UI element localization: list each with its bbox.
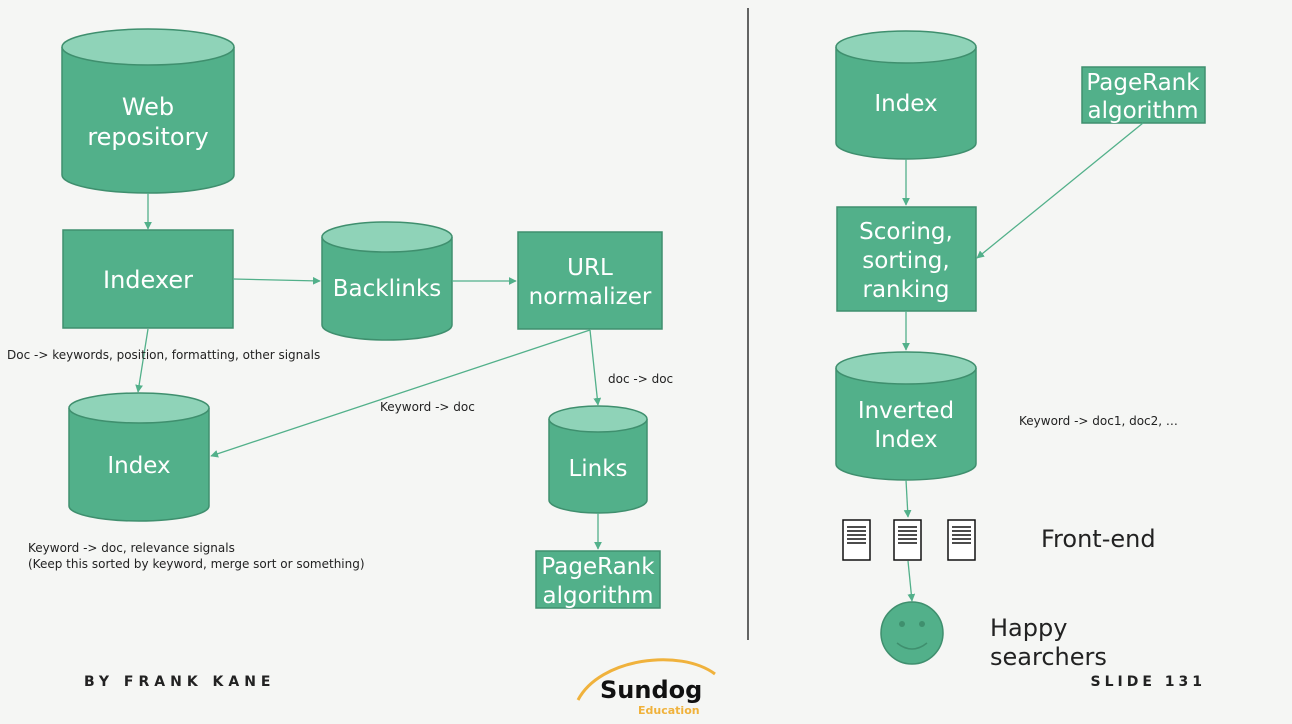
indexer-label: Indexer bbox=[103, 266, 193, 294]
indexer-node: Indexer bbox=[62, 229, 234, 329]
right-pagerank-node: PageRank algorithm bbox=[1081, 66, 1206, 124]
backlinks-node: Backlinks bbox=[321, 221, 453, 341]
right-index-label: Index bbox=[874, 91, 937, 117]
inverted-index-label-1: Inverted bbox=[858, 398, 954, 424]
url-normalizer-node: URL normalizer bbox=[517, 231, 663, 330]
logo-sub: Education bbox=[638, 704, 700, 717]
author-footer: BY FRANK KANE bbox=[84, 674, 276, 690]
edge-inverted-frontend bbox=[903, 479, 912, 518]
server-icon-2 bbox=[893, 519, 922, 561]
scoring-label-3: ranking bbox=[862, 277, 949, 303]
web-repository-label-2: repository bbox=[87, 123, 208, 151]
slide-number: SLIDE 131 bbox=[1090, 674, 1206, 690]
url-normalizer-label-2: normalizer bbox=[529, 284, 652, 310]
backlinks-label: Backlinks bbox=[333, 276, 442, 302]
right-index-node: Index bbox=[835, 30, 977, 160]
left-edges bbox=[135, 193, 602, 550]
right-pagerank-label-2: algorithm bbox=[1087, 98, 1198, 124]
edge-url-index bbox=[210, 329, 591, 458]
right-pagerank-label-1: PageRank bbox=[1086, 70, 1200, 96]
web-repository-node: Web repository bbox=[61, 28, 235, 194]
url-normalizer-label-1: URL bbox=[567, 255, 613, 281]
right-edges bbox=[902, 122, 1144, 602]
note-doc-doc: doc -> doc bbox=[608, 372, 673, 386]
left-index-label: Index bbox=[107, 453, 170, 479]
sundog-logo: Sundog Education bbox=[570, 648, 720, 718]
edge-indexer-index bbox=[135, 328, 149, 393]
scoring-label-1: Scoring, bbox=[859, 219, 953, 245]
note-keyword-docs: Keyword -> doc1, doc2, … bbox=[1019, 414, 1178, 428]
web-repository-label-1: Web bbox=[122, 93, 174, 121]
inverted-index-node: Inverted Index bbox=[835, 351, 977, 481]
left-pagerank-label-1: PageRank bbox=[541, 554, 655, 580]
server-icon-3 bbox=[947, 519, 976, 561]
left-pagerank-label-2: algorithm bbox=[542, 583, 653, 609]
edge-pagerank-scoring bbox=[976, 122, 1144, 259]
edge-frontend-happy bbox=[907, 560, 916, 602]
logo-word: Sundog bbox=[600, 676, 703, 704]
logo-swoosh-icon bbox=[576, 658, 716, 701]
smiley-icon bbox=[880, 601, 944, 665]
note-doc-keywords: Doc -> keywords, position, formatting, o… bbox=[7, 348, 320, 362]
server-icon-1 bbox=[842, 519, 871, 561]
edge-indexer-backlinks bbox=[232, 276, 321, 285]
note-relevance-1: Keyword -> doc, relevance signals bbox=[28, 541, 235, 555]
edge-url-links bbox=[589, 329, 602, 406]
note-relevance-2: (Keep this sorted by keyword, merge sort… bbox=[28, 557, 365, 571]
links-label: Links bbox=[568, 456, 627, 482]
scoring-label-2: sorting, bbox=[862, 248, 949, 274]
note-keyword-doc: Keyword -> doc bbox=[380, 400, 475, 414]
happy-label-1: Happy bbox=[990, 614, 1067, 642]
left-pagerank-node: PageRank algorithm bbox=[535, 550, 661, 609]
inverted-index-label-2: Index bbox=[874, 427, 937, 453]
happy-label-2: searchers bbox=[990, 643, 1107, 671]
links-node: Links bbox=[548, 405, 648, 514]
scoring-node: Scoring, sorting, ranking bbox=[836, 206, 977, 312]
left-index-node: Index bbox=[68, 392, 210, 522]
front-end-label: Front-end bbox=[1041, 525, 1156, 553]
